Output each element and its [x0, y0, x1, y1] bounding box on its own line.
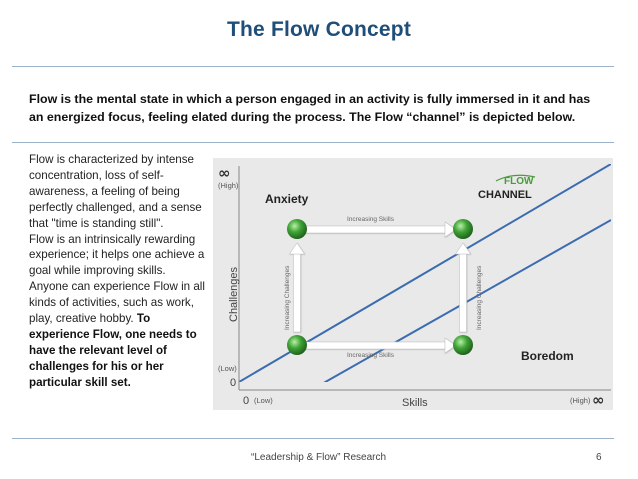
- increasing-challenges-label-right: Increasing Challenges: [476, 265, 483, 330]
- increasing-challenges-label-left: Increasing Challenges: [284, 265, 291, 330]
- y-axis-title: Challenges: [228, 266, 240, 322]
- title-divider: [12, 66, 614, 67]
- increasing-skills-label-top: Increasing Skills: [347, 216, 395, 223]
- page-number: 6: [596, 452, 602, 463]
- flow-word: FLOW: [504, 176, 534, 187]
- channel-lower-line: [323, 219, 611, 382]
- sidebar-paragraph-2: Flow is an intrinsically rewarding exper…: [29, 232, 205, 278]
- state-node-bottom-left: [287, 335, 307, 355]
- intro-text: Flow is the mental state in which a pers…: [29, 92, 591, 124]
- y-high-label: (High): [218, 181, 239, 190]
- footer-divider: [12, 438, 614, 439]
- state-node-bottom-right: [453, 335, 473, 355]
- sidebar-paragraph-3-emphasis: To experience Flow, one needs to have th…: [29, 312, 197, 389]
- sidebar-text: Flow is characterized by intense concent…: [29, 152, 209, 391]
- flow-swoosh: [495, 174, 536, 182]
- sidebar-paragraph-3: Anyone can experience Flow in all kinds …: [29, 280, 205, 326]
- x-infinity-label: ∞: [592, 391, 605, 409]
- diagram-background: [213, 158, 613, 410]
- x-low-label: (Low): [254, 396, 273, 405]
- origin-label: 0: [230, 377, 236, 389]
- x-high-label: (High): [570, 396, 591, 405]
- slide-title: The Flow Concept: [226, 18, 412, 41]
- x-axis-title: Skills: [402, 397, 428, 409]
- state-node-top-left: [287, 219, 307, 239]
- y-low-label: (Low): [218, 364, 237, 373]
- channel-word: CHANNEL: [478, 189, 532, 201]
- increasing-challenges-arrow-left: [288, 242, 306, 333]
- x-zero-label: 0: [243, 395, 249, 407]
- sidebar-paragraph-1: Flow is characterized by intense concent…: [29, 153, 202, 230]
- increasing-skills-label-bottom: Increasing Skills: [347, 352, 395, 359]
- increasing-challenges-arrow-right: [454, 242, 472, 333]
- intro-divider: [12, 142, 614, 143]
- footer-source: “Leadership & Flow” Research: [251, 452, 387, 463]
- state-node-top-right: [453, 219, 473, 239]
- boredom-label: Boredom: [521, 349, 574, 363]
- flow-channel-diagram: ∞ (High) (Low) 0 0 (Low) (High) ∞ Skills…: [213, 158, 613, 410]
- y-infinity-label: ∞: [218, 164, 231, 182]
- anxiety-label: Anxiety: [265, 192, 309, 206]
